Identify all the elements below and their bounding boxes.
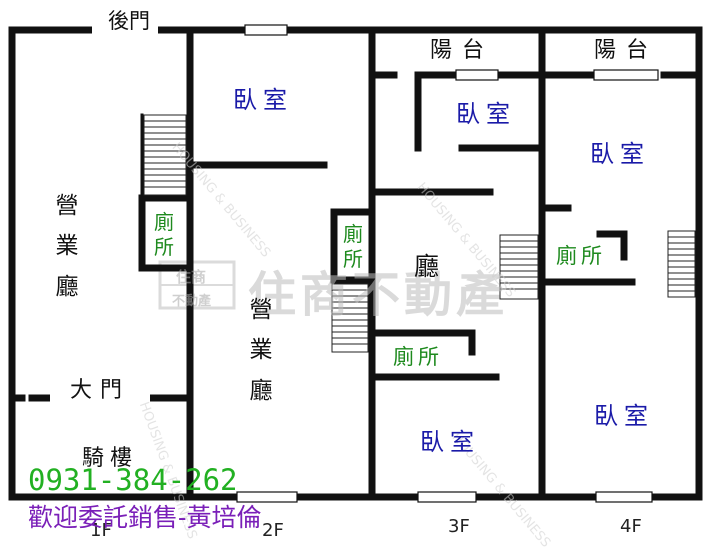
4f-floor-label: 4F bbox=[620, 516, 642, 537]
2f-toilet-wall bbox=[330, 208, 376, 284]
1f-back-door-label: 後門 bbox=[108, 9, 150, 33]
4f-balcony-label: 陽台 bbox=[594, 38, 659, 63]
stairs bbox=[143, 114, 696, 353]
3f-bedroom-wall-left bbox=[414, 71, 444, 152]
3f-balcony-label: 陽台 bbox=[430, 38, 495, 63]
1f-arcade-label: 騎樓 bbox=[82, 446, 139, 471]
1f-business-hall-label: 營業廳 bbox=[55, 193, 79, 300]
1f-main-door-gap bbox=[50, 392, 150, 404]
4f-bedroom-upper-label: 臥室 bbox=[590, 140, 650, 168]
3f-floor-label: 3F bbox=[448, 516, 470, 537]
4f-balcony-window bbox=[593, 69, 659, 81]
1f-stairs-icon bbox=[143, 114, 187, 196]
1f-floor-label: 1F bbox=[90, 520, 112, 541]
2f-top-window bbox=[244, 24, 288, 36]
3f-stairs-icon bbox=[499, 234, 539, 300]
3f-bottom-window bbox=[417, 491, 477, 503]
1f-main-door-label: 大門 bbox=[70, 378, 131, 403]
3f-balcony-window bbox=[455, 69, 499, 81]
4f-bedroom-lower-label: 臥室 bbox=[594, 402, 654, 430]
1f-toilet-label: 廁所 bbox=[154, 210, 174, 259]
2f-bedroom-label: 臥室 bbox=[233, 86, 293, 114]
3f-bedroom-upper-label: 臥室 bbox=[456, 100, 516, 128]
2f-stairs-icon bbox=[331, 283, 369, 353]
walls bbox=[8, 26, 703, 501]
2f-toilet-label: 廁所 bbox=[343, 222, 363, 271]
contact-slogan: 歡迎委託銷售-黃培倫 bbox=[28, 503, 262, 532]
4f-stairs-icon bbox=[667, 230, 696, 298]
3f-living-hall-label: 廳 bbox=[414, 252, 440, 281]
contact-phone: 0931-384-262 bbox=[28, 463, 238, 497]
1f-toilet-wall bbox=[138, 194, 194, 272]
4f-toilet-wall bbox=[596, 230, 628, 261]
4f-bottom-window bbox=[595, 491, 653, 503]
watermark-logo bbox=[158, 260, 236, 310]
3f-bedroom-lower-label: 臥室 bbox=[420, 428, 480, 456]
watermark-brand: 住商不動產 bbox=[248, 267, 509, 323]
2f-business-hall-label: 營業廳 bbox=[249, 297, 273, 404]
3f-toilet-wall bbox=[368, 329, 476, 356]
2f-bottom-window bbox=[236, 491, 298, 503]
watermark-logo-top: 住商 bbox=[176, 268, 207, 286]
4f-toilet-label: 廁所 bbox=[556, 244, 606, 268]
2f-floor-label: 2F bbox=[262, 520, 284, 541]
watermark-logo-bottom: 不動產 bbox=[172, 294, 212, 309]
windows bbox=[236, 24, 659, 503]
3f-toilet-label: 廁所 bbox=[393, 345, 443, 369]
outer-wall bbox=[8, 26, 194, 501]
